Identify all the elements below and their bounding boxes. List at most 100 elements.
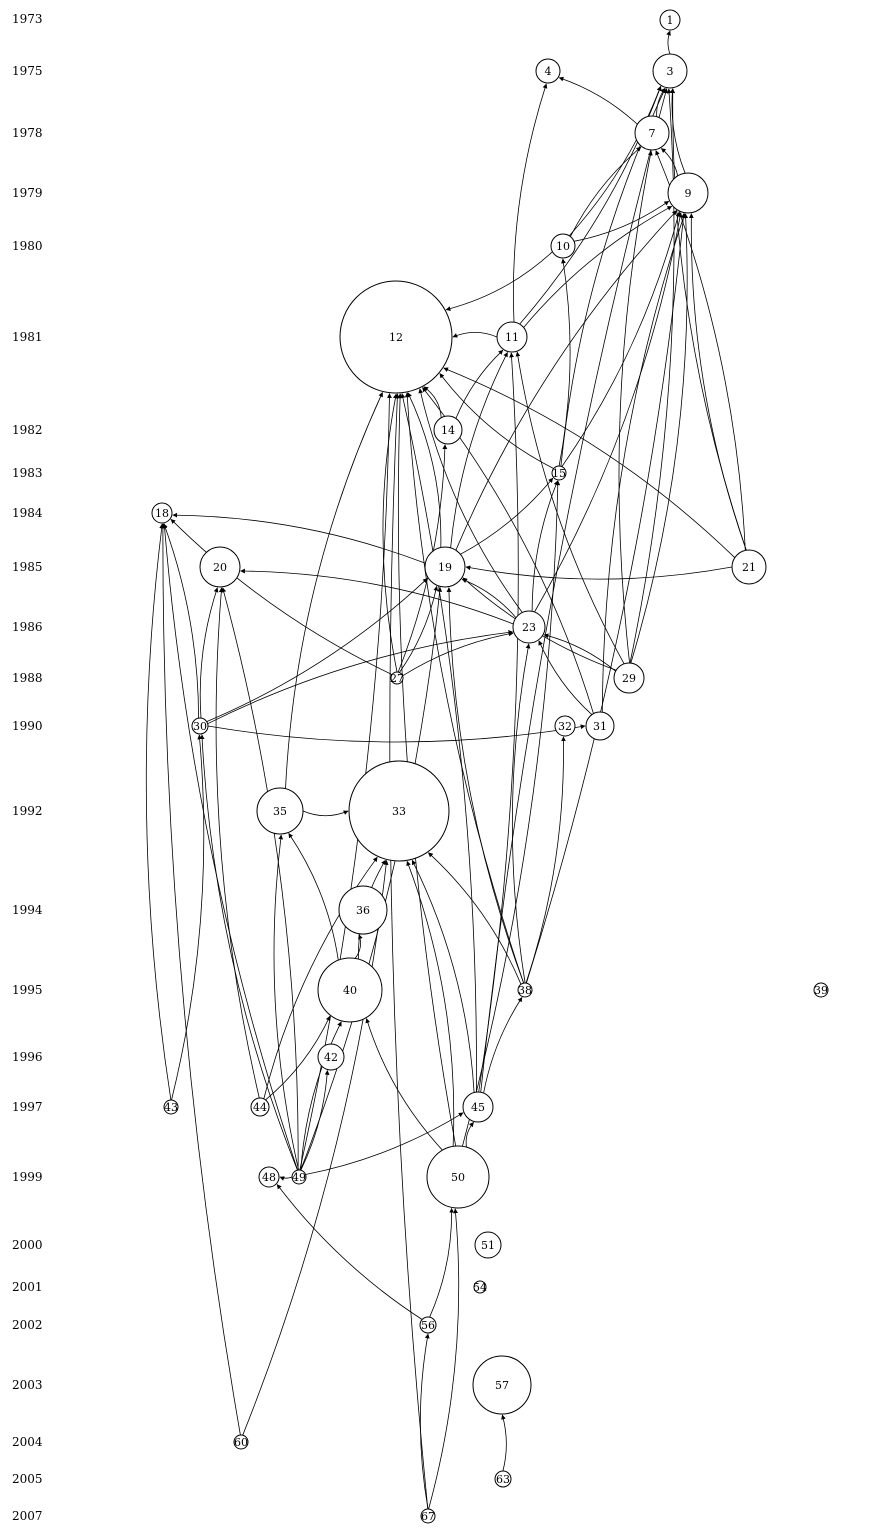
node-label-19: 19 [438,561,452,574]
year-label-1973: 1973 [12,12,43,26]
edge-7-to-4 [558,76,638,125]
year-label-1995: 1995 [12,983,43,997]
edge-21-to-7 [655,150,746,551]
node-circle-40 [317,957,383,1023]
node-circle-54 [473,1280,487,1294]
edge-30-to-31 [207,724,586,743]
edge-19-to-15 [460,477,554,555]
edge-10-to-7 [570,146,642,237]
edge-19-to-11 [450,351,508,548]
edge-45-to-3 [480,88,668,1093]
edge-30-to-19 [206,578,428,722]
edge-50-to-45 [465,1122,474,1148]
node-7: 7 [634,115,670,151]
node-51: 51 [474,1231,502,1259]
node-label-63: 63 [496,1473,510,1486]
node-label-39: 39 [814,984,828,997]
node-label-56: 56 [421,1319,435,1332]
node-circle-42 [317,1043,345,1071]
node-21: 21 [731,549,767,585]
edge-45-to-33 [411,859,475,1093]
node-56: 56 [419,1316,437,1334]
node-3: 3 [652,53,688,89]
node-label-23: 23 [522,621,536,634]
edge-49-to-35 [273,834,299,1171]
node-38: 38 [517,982,533,998]
node-label-45: 45 [471,1101,485,1114]
node-circle-56 [419,1316,437,1334]
node-circle-33 [348,760,450,862]
edge-15-to-12 [439,373,554,469]
edge-30-to-20 [199,587,219,719]
node-57: 57 [472,1355,532,1415]
edge-40-to-36 [354,934,363,959]
node-63: 63 [494,1470,512,1488]
node-label-30: 30 [193,720,207,733]
node-label-18: 18 [155,507,169,520]
node-label-50: 50 [451,1171,465,1184]
year-label-1986: 1986 [12,620,43,634]
node-circle-44 [250,1097,270,1117]
node-9: 9 [667,172,709,214]
edge-63-to-57 [501,1414,507,1472]
node-label-48: 48 [262,1171,276,1184]
node-33: 33 [348,760,450,862]
year-label-1992: 1992 [12,804,43,818]
edge-67-to-50 [428,1208,460,1510]
edge-23-to-20 [240,568,514,625]
node-circle-19 [424,546,466,588]
year-label-1982: 1982 [12,423,43,437]
edge-44-to-40 [265,1015,331,1101]
edge-21-to-9 [688,213,747,551]
edge-67-to-12 [389,393,429,1510]
node-circle-29 [613,662,645,694]
node-circle-10 [550,233,576,259]
node-18: 18 [151,502,173,524]
edges-layer [145,30,747,1510]
year-label-1996: 1996 [12,1050,43,1064]
node-label-57: 57 [495,1379,509,1392]
node-label-35: 35 [273,805,287,818]
node-49: 49 [291,1169,307,1185]
node-31: 31 [585,711,615,741]
edge-9-to-3 [669,88,686,174]
node-4: 4 [535,58,561,84]
node-label-67: 67 [421,1510,435,1523]
node-10: 10 [550,233,576,259]
node-label-11: 11 [505,331,519,344]
node-circle-9 [667,172,709,214]
year-axis: 1973197519781979198019811982198319841985… [12,12,43,1523]
edge-45-to-11 [478,352,519,1093]
edge-50-to-33 [406,860,455,1147]
node-circle-43 [163,1099,179,1115]
edge-43-to-30 [171,734,205,1101]
edge-38-to-33 [428,852,522,985]
node-36: 36 [338,885,388,935]
node-50: 50 [426,1145,490,1209]
node-60: 60 [233,1434,249,1450]
edge-21-to-19 [465,565,733,580]
year-label-2007: 2007 [12,1509,43,1523]
edge-43-to-18 [145,523,172,1101]
node-27: 27 [390,671,404,685]
year-label-2000: 2000 [12,1238,43,1252]
node-circle-3 [652,53,688,89]
node-label-31: 31 [593,720,607,733]
node-circle-14 [433,415,463,445]
edge-27-to-23 [402,631,514,677]
year-label-1999: 1999 [12,1170,43,1184]
node-circle-21 [731,549,767,585]
node-circle-45 [462,1091,494,1123]
node-40: 40 [317,957,383,1023]
year-label-1983: 1983 [12,466,43,480]
year-label-1975: 1975 [12,64,43,78]
node-43: 43 [163,1099,179,1115]
node-23: 23 [512,610,546,644]
node-label-15: 15 [552,467,566,480]
edge-60-to-33 [242,860,389,1436]
year-label-1985: 1985 [12,560,43,574]
edge-9-to-7 [660,148,679,176]
year-label-1980: 1980 [12,239,43,253]
node-67: 67 [420,1508,436,1524]
